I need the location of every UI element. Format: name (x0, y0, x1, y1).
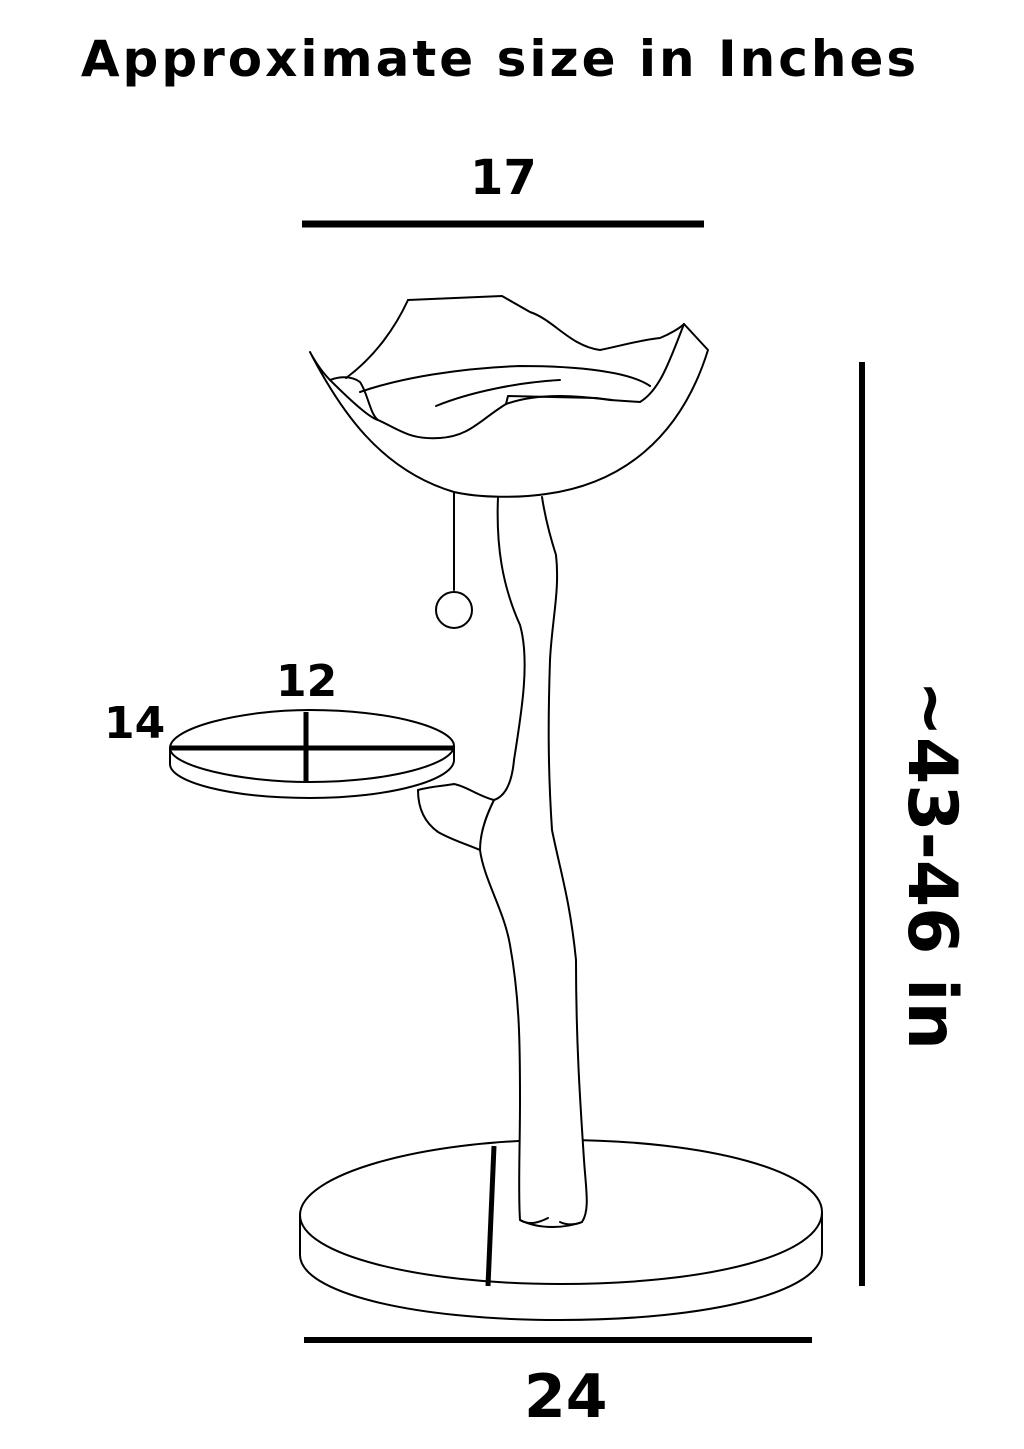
platform-depth-label: 14 (104, 698, 166, 749)
platform-branch (417, 783, 495, 851)
side-platform (169, 709, 455, 799)
total-height-label: ~43-46 in (892, 680, 971, 1050)
page-title: Approximate size in Inches (80, 30, 920, 88)
tree-trunk (479, 496, 588, 1228)
base-disc (299, 1139, 823, 1321)
base-depth-measure (485, 1145, 497, 1287)
base-width-label: 24 (524, 1362, 608, 1432)
bowl-width-label: 17 (470, 150, 537, 206)
hanging-ball-toy (435, 492, 473, 629)
top-bowl (309, 295, 709, 498)
platform-width-label: 12 (276, 656, 338, 707)
